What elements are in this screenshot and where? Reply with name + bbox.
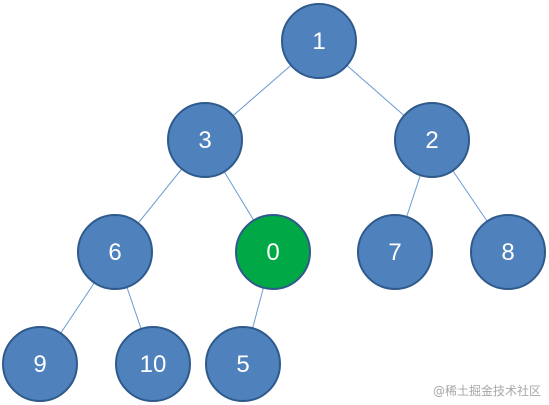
tree-node-0: 0 — [235, 214, 311, 290]
tree-node-7: 7 — [357, 214, 433, 290]
tree-node-10: 10 — [115, 326, 191, 402]
highlighted-node-circle — [235, 214, 311, 290]
tree-edges — [39, 40, 509, 365]
node-label: 5 — [236, 351, 249, 378]
node-label: 3 — [198, 127, 211, 154]
node-label: 0 — [266, 239, 279, 266]
tree-node-5: 5 — [205, 326, 281, 402]
tree-node-2: 2 — [394, 102, 470, 178]
tree-node-9: 9 — [2, 326, 78, 402]
tree-node-6: 6 — [77, 214, 153, 290]
node-label: 1 — [312, 28, 325, 55]
node-circle — [470, 214, 546, 290]
node-label: 8 — [501, 239, 514, 266]
node-circle — [115, 326, 191, 402]
node-label: 2 — [425, 127, 438, 154]
watermark-text: @稀土掘金技术社区 — [432, 384, 541, 398]
node-circle — [357, 214, 433, 290]
tree-node-3: 3 — [167, 102, 243, 178]
node-circle — [205, 326, 281, 402]
tree-node-8: 8 — [470, 214, 546, 290]
node-circle — [77, 214, 153, 290]
tree-nodes: 1 3 2 6 0 7 8 9 10 5 — [2, 3, 546, 402]
node-label: 10 — [140, 351, 167, 378]
node-circle — [394, 102, 470, 178]
node-circle — [2, 326, 78, 402]
node-label: 6 — [108, 239, 121, 266]
node-label: 7 — [388, 239, 401, 266]
node-circle — [167, 102, 243, 178]
node-label: 9 — [33, 351, 46, 378]
tree-node-1: 1 — [281, 3, 357, 79]
node-circle — [281, 3, 357, 79]
